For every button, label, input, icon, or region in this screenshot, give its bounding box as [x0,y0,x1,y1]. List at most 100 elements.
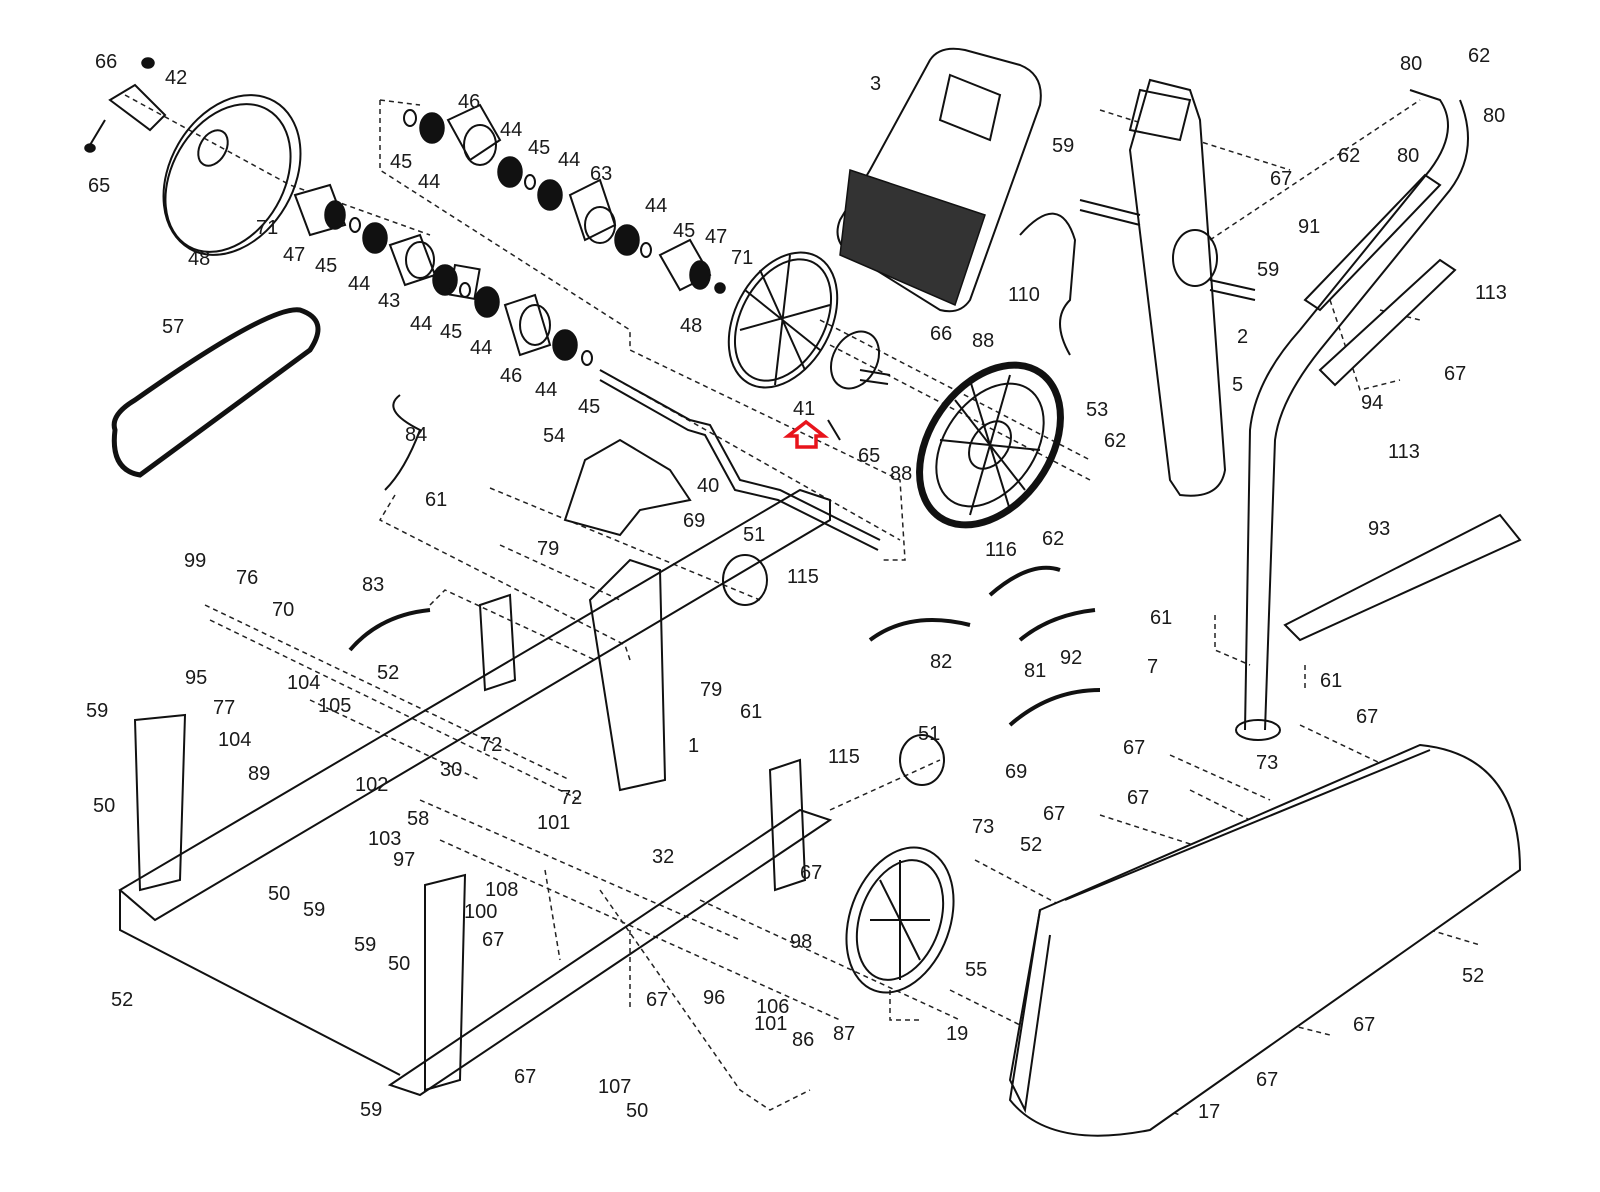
part-label-52b: 52 [111,989,133,1011]
part-label-91: 91 [1298,216,1320,238]
part-label-83: 83 [362,574,384,596]
part-label-65b: 65 [858,445,880,467]
part-label-45e: 45 [528,137,550,159]
part-label-101: 101 [537,812,570,834]
part-label-101b: 101 [754,1013,787,1035]
part-label-87: 87 [833,1023,855,1045]
part-label-50b: 50 [268,883,290,905]
part-label-79: 79 [537,538,559,560]
part-label-84: 84 [405,424,427,446]
part-label-102: 102 [355,774,388,796]
part-label-5: 5 [1232,374,1243,396]
part-label-80c: 80 [1397,145,1419,167]
part-label-73: 73 [1256,752,1278,774]
part-label-41: 41 [793,398,815,420]
part-label-67f: 67 [1127,787,1149,809]
part-label-107: 107 [598,1076,631,1098]
part-5-handlebar [1235,89,1469,741]
part-1-frame [118,488,833,1097]
part-label-110: 110 [1008,284,1040,306]
part-label-67e: 67 [1123,737,1145,759]
part-label-69b: 69 [1005,761,1027,783]
part-label-45c: 45 [578,396,600,418]
part-label-42: 42 [165,67,187,89]
part-label-99: 99 [184,550,206,572]
part-label-44g: 44 [558,149,580,171]
part-label-59d: 59 [303,899,325,921]
part-label-47: 47 [283,244,305,266]
part-label-88b: 88 [890,463,912,485]
part-label-44b: 44 [410,313,432,335]
part-2-upright [1079,78,1256,497]
part-label-88: 88 [972,330,994,352]
part-label-50d: 50 [626,1100,648,1122]
part-label-79b: 79 [700,679,722,701]
wire-harnesses [348,565,1101,727]
part-label-45f: 45 [673,220,695,242]
part-label-62b: 62 [1042,528,1064,550]
part-label-76: 76 [236,567,258,589]
part-label-46: 46 [500,365,522,387]
part-label-72: 72 [480,734,502,756]
part-label-2: 2 [1237,326,1248,348]
part-54-shroud [563,438,692,537]
part-label-95: 95 [185,667,207,689]
part-label-98: 98 [790,931,812,953]
part-48-flywheel-spoked [727,251,839,389]
part-65-bolt [84,119,106,153]
part-label-44f: 44 [500,119,522,141]
part-label-73b: 73 [972,816,994,838]
part-label-72b: 72 [560,787,582,809]
part-label-89: 89 [248,763,270,785]
part-label-54: 54 [543,425,565,447]
part-label-61b: 61 [740,701,762,723]
part-label-44d: 44 [535,379,557,401]
part-label-67j: 67 [514,1066,536,1088]
part-label-116: 116 [985,539,1017,561]
part-label-62: 62 [1104,430,1126,452]
part-label-69: 69 [683,510,705,532]
part-94-pulse-grip [1318,258,1457,387]
part-3-console [836,47,1042,313]
part-label-71b: 71 [731,247,753,269]
part-57-drive-belt [111,307,321,478]
part-label-1: 1 [688,735,699,757]
part-label-67i: 67 [646,989,668,1011]
part-label-52d: 52 [1462,965,1484,987]
part-label-51b: 51 [918,723,940,745]
part-label-77: 77 [213,697,235,719]
part-label-47b: 47 [705,226,727,248]
part-label-113: 113 [1475,282,1507,304]
part-label-80: 80 [1400,53,1422,75]
part-110-wire [1019,212,1077,356]
part-label-67g: 67 [800,862,822,884]
part-label-61d: 61 [1320,670,1342,692]
part-label-40: 40 [697,475,719,497]
part-label-104b: 104 [218,729,251,751]
part-label-66: 66 [95,51,117,73]
part-label-67: 67 [1270,168,1292,190]
part-48-pulley-left [162,94,302,256]
bearing-stack-upper [403,103,726,294]
part-label-44h: 44 [645,195,667,217]
part-label-53: 53 [1086,399,1108,421]
part-label-3: 3 [870,73,881,95]
part-label-58: 58 [407,808,429,830]
part-label-32: 32 [652,846,674,868]
part-label-82: 82 [930,651,952,673]
part-label-115b: 115 [828,746,860,768]
part-label-97: 97 [393,849,415,871]
part-label-94: 94 [1361,392,1383,414]
part-93-side-rail [1283,513,1522,642]
part-label-115: 115 [787,566,819,588]
part-label-100: 100 [464,901,497,923]
part-label-55: 55 [965,959,987,981]
part-label-59: 59 [1052,135,1074,157]
part-label-48: 48 [188,248,210,270]
part-label-45d: 45 [390,151,412,173]
part-17-base-cover [1008,743,1522,1137]
part-55-wheel [845,846,955,994]
part-label-52: 52 [377,662,399,684]
